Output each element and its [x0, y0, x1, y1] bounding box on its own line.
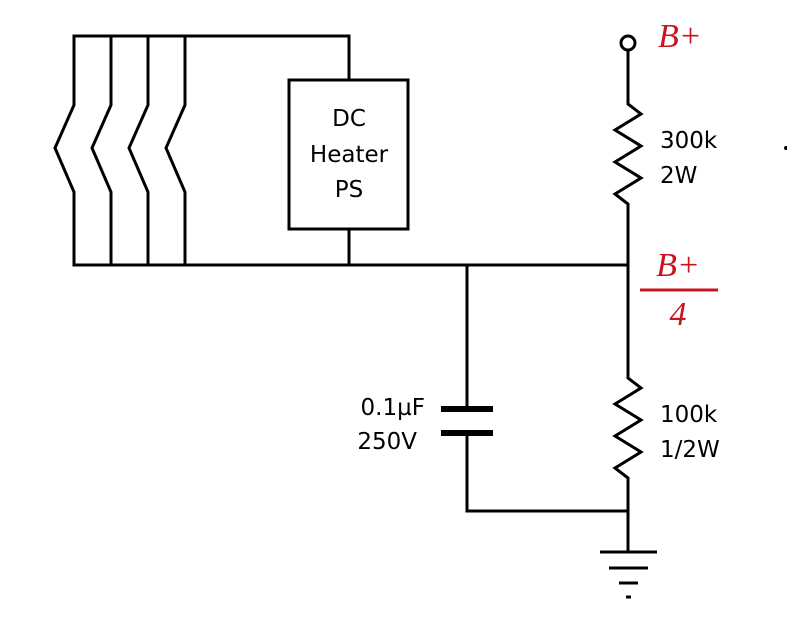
- midpoint-denominator: 4: [670, 296, 687, 333]
- dc-heater-ps: DC Heater PS: [287, 34, 410, 267]
- capacitor: 0.1µF 250V: [357, 263, 630, 513]
- midpoint-voltage-label: B+ 4: [640, 247, 718, 333]
- cap-voltage: 250V: [357, 429, 417, 455]
- resistor-300k: 300k 2W: [612, 48, 718, 267]
- bplus-terminal: B+: [619, 18, 702, 55]
- resistor-100k-symbol: [612, 263, 644, 514]
- cap-bottom-lead: [465, 431, 630, 513]
- ps-label-line3: PS: [335, 177, 363, 203]
- resistor-100k: 100k 1/2W: [612, 263, 720, 514]
- supply-top-label: B+: [658, 18, 702, 55]
- ps-label-line1: DC: [332, 106, 366, 132]
- ground-icon: [600, 509, 657, 599]
- heater-filaments: [53, 34, 630, 267]
- r-top-value: 300k: [660, 128, 718, 154]
- filament-2: [90, 34, 113, 267]
- cap-value: 0.1µF: [361, 395, 425, 421]
- ps-label-line2: Heater: [310, 142, 389, 168]
- midpoint-numerator: B+: [656, 247, 700, 284]
- resistor-300k-symbol: [612, 48, 644, 267]
- stray-dot: [784, 146, 787, 150]
- r-bottom-power: 1/2W: [660, 437, 720, 463]
- ps-box: [287, 78, 410, 231]
- r-top-power: 2W: [660, 163, 697, 189]
- filament-3: [127, 34, 150, 267]
- r-bottom-value: 100k: [660, 402, 718, 428]
- terminal-icon: [619, 34, 637, 52]
- filament-4: [164, 34, 187, 267]
- filament-1: [53, 34, 76, 267]
